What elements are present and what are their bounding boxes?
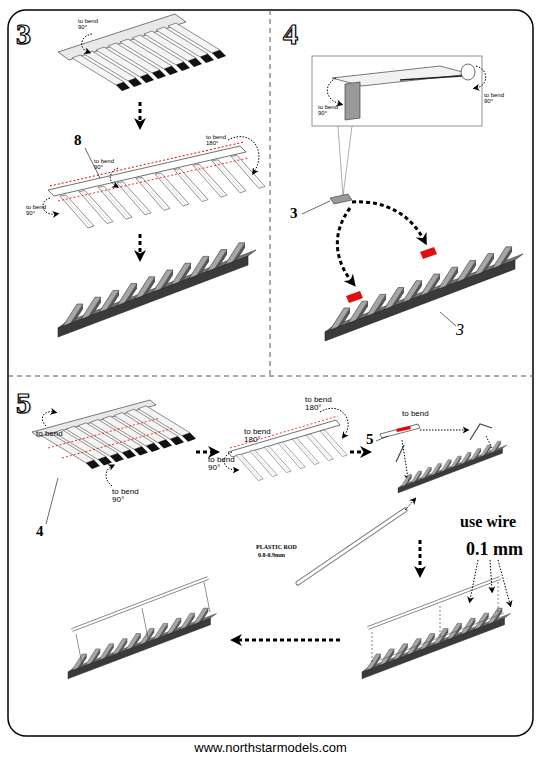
grille-assembly [398,441,507,493]
bend-note: to bend 90° [208,456,242,473]
bent-strut [396,445,404,462]
wire-arrow [470,560,478,600]
part-number: 5 [366,432,374,448]
bend-arrow [476,66,486,88]
finished-rod-and-wires [72,578,210,664]
bend-note: to bend [36,430,63,438]
step-arrow [236,639,340,642]
bend-arrow [228,137,259,172]
placement-arrow [402,440,408,478]
bend-arrow [110,168,118,186]
dimension: 0.1 mm [466,540,523,559]
wire-arrow [498,560,510,604]
bend-note: to bend 180° [206,134,234,147]
placement-arrow [352,202,424,240]
comb-part [228,416,347,481]
bend-arrow [320,408,348,436]
bend-note: to bend 90° [318,104,344,117]
placement-mark [420,247,437,259]
wire-arrow [490,560,492,590]
bend-arrow [82,34,92,52]
material-note: use wire [460,514,516,531]
leader-line [440,312,456,326]
step-arrow [350,451,366,454]
bent-strut [470,424,492,440]
part-number: 3 [290,206,298,222]
bend-note: to bend 90° [484,92,510,105]
inset-pointer [338,126,352,196]
leader-line [302,201,330,214]
grille-assembly [325,247,523,341]
sheet-frame [8,10,533,736]
fret-sheet [32,400,196,469]
step-number: 4 [283,18,298,50]
panel-divider [8,376,533,377]
bend-note: to bend [402,410,429,418]
placement-arrow [337,208,352,282]
part-number: 8 [74,133,82,149]
placement-mark [346,291,363,303]
part-number: 3 [456,322,464,339]
placement-arrow [420,430,466,431]
leader-line [376,436,388,441]
part-number: 4 [36,524,44,540]
bend-note: to bend 90° [112,488,146,505]
step-arrow [419,540,422,572]
bend-arrow [42,412,54,426]
step-arrow [139,102,142,124]
grille-assembly [58,243,256,337]
leader-line [46,478,58,524]
dimension: 0.8-0.9mm [258,552,285,558]
bend-note: to bend 90° [26,204,52,217]
step-arrow [139,234,142,256]
rod-and-wires [368,578,504,664]
panel-divider [270,10,271,376]
step-arrow [196,451,214,454]
strut-part [380,424,420,438]
strut-mark [396,426,411,432]
material-note: PLASTIC ROD [256,544,297,550]
detail-inset [312,56,482,126]
fret-sheet [58,14,226,91]
bend-note: to bend 180° [244,428,280,445]
bend-note: to bend 180° [305,396,341,413]
grille-assembly [68,608,217,679]
grille-assembly [362,608,511,679]
plastic-rod [298,510,405,583]
bend-arrow [327,78,340,104]
placement-arrow [405,500,414,510]
bend-note: to bend 90° [94,158,120,171]
step-number: 3 [16,18,31,50]
step-number: 5 [16,387,31,419]
bend-arrow [106,466,112,486]
comb-part [48,142,265,228]
bracket-part [330,194,352,204]
bend-note: to bend 90° [78,18,104,31]
bracket-detail [332,64,475,120]
website-footer: www.northstarmodels.com [0,741,541,755]
